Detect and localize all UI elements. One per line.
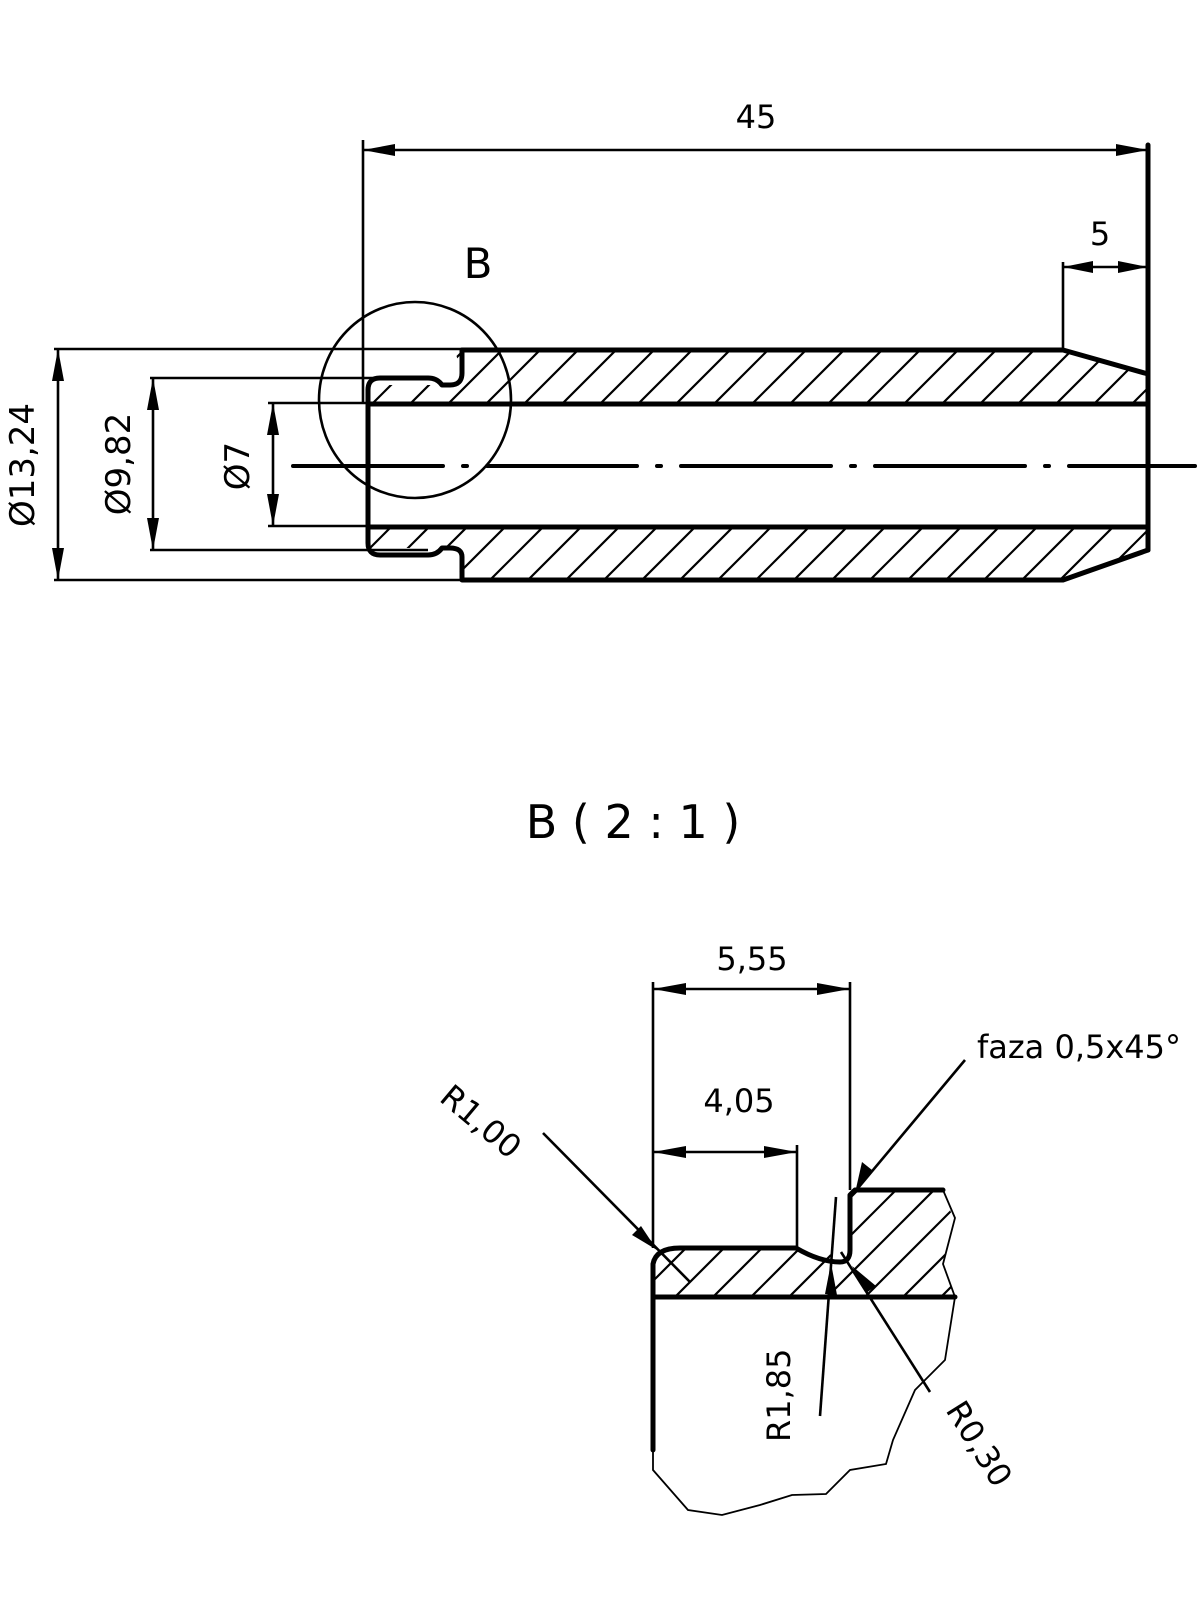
arrow-icon [1063, 261, 1093, 273]
arrow-icon [147, 378, 159, 410]
hatch-line [290, 340, 360, 410]
arrow-icon [855, 1162, 872, 1193]
detail-title: B ( 2 : 1 ) [526, 795, 741, 849]
radius-left: R1,00 [433, 1077, 529, 1166]
dim-bore-diameter: Ø7 [218, 442, 258, 490]
main-view: B 45 5 Ø13,24 Ø9,82 Ø7 [3, 98, 1197, 583]
hatch-line [823, 1190, 945, 1297]
arrow-icon [653, 983, 686, 995]
note-chamfer: faza 0,5x45° [977, 1028, 1181, 1066]
hatch-line [709, 1190, 831, 1297]
dim-groove-flat: 4,05 [703, 1082, 774, 1120]
arrow-icon [817, 983, 850, 995]
detail-b-circle [317, 300, 513, 500]
leader-chamfer [857, 1059, 966, 1189]
part-outline-top [365, 347, 1151, 407]
leader-r100 [542, 1132, 691, 1283]
hatch-line [368, 350, 437, 404]
hatch-line [785, 1190, 907, 1297]
dim-overall-length: 45 [736, 98, 777, 136]
arrow-icon [825, 1263, 837, 1295]
arrow-icon [852, 1266, 876, 1293]
arrow-icon [764, 1146, 797, 1158]
leader-r185 [818, 1196, 838, 1417]
arrow-icon [267, 494, 279, 526]
hatch-line [653, 1190, 679, 1297]
hatch-line [937, 1190, 955, 1297]
arrow-icon [147, 518, 159, 550]
radius-corner: R0,30 [938, 1394, 1020, 1493]
arrow-icon [52, 349, 64, 381]
hatch-line [899, 1190, 955, 1297]
arrow-icon [1116, 144, 1148, 156]
detail-b-label: B [464, 239, 493, 288]
arrow-icon [1118, 261, 1148, 273]
hatch-line [861, 1190, 955, 1297]
hatch-line [653, 1190, 717, 1297]
hatch-line [368, 527, 399, 580]
leader-r030 [839, 1251, 932, 1393]
dim-outer-diameter: Ø13,24 [3, 403, 43, 527]
dim-groove-diameter: Ø9,82 [99, 413, 139, 515]
dim-groove-total: 5,55 [716, 940, 787, 978]
detail-view: 5,55 4,05 faza 0,5x45° R1,00 R1,85 R0,30 [433, 940, 1181, 1516]
detail-hatch [520, 1180, 955, 1300]
arrow-icon [363, 144, 395, 156]
break-line-right [652, 1189, 956, 1516]
arrow-icon [632, 1226, 657, 1250]
hatch-line [520, 1180, 640, 1300]
arrow-icon [653, 1146, 686, 1158]
dim-chamfer-length: 5 [1090, 215, 1110, 253]
arrow-icon [52, 548, 64, 580]
arrow-icon [267, 403, 279, 435]
hatch-line [1125, 350, 1148, 404]
radius-groove: R1,85 [760, 1349, 798, 1442]
